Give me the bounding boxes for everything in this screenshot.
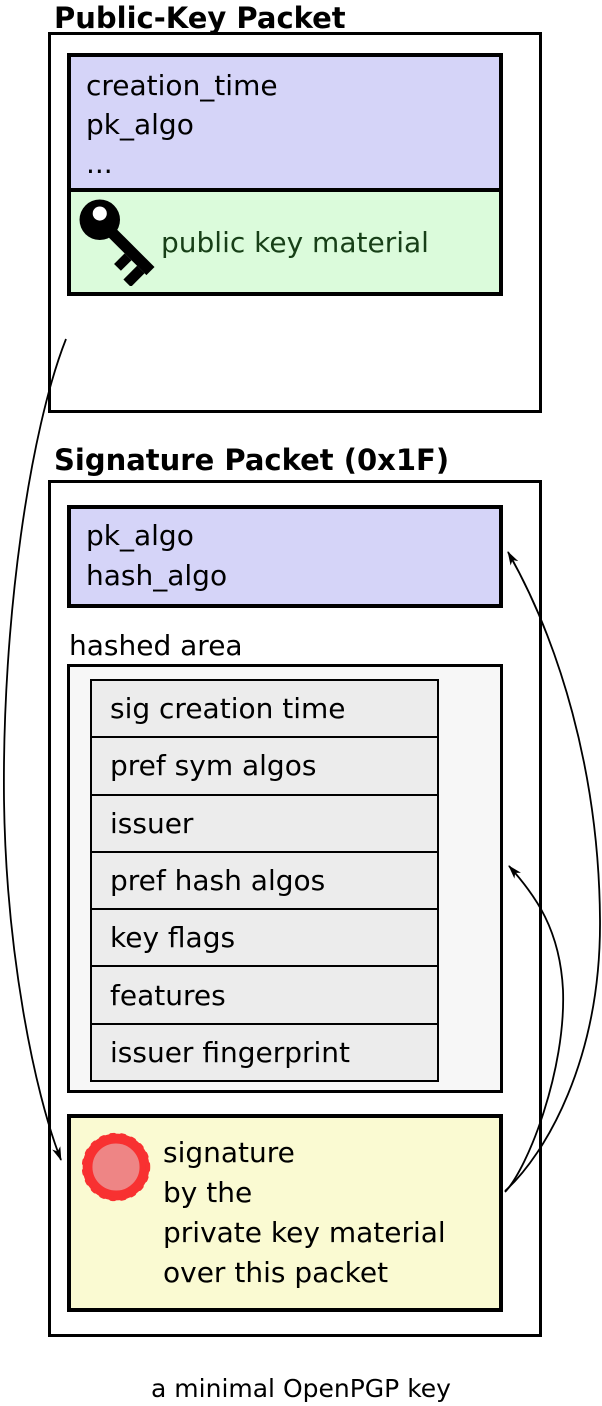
hashed-area-label: hashed area [69, 629, 243, 662]
subpacket-row-sig-creation-time: sig creation time [92, 681, 437, 739]
public-key-inner-stack: creation_time pk_algo ... public key mat… [67, 53, 503, 296]
signature-description: signature by the private key material ov… [163, 1133, 446, 1293]
subpacket-table: sig creation time pref sym algos issuer … [90, 679, 439, 1082]
field-pk-algo: pk_algo [86, 108, 194, 141]
hashed-area-box: sig creation time pref sym algos issuer … [67, 664, 503, 1093]
signature-value-box: signature by the private key material ov… [67, 1114, 503, 1312]
field-ellipsis: ... [86, 147, 113, 180]
public-key-packet-title: Public-Key Packet [54, 1, 346, 35]
signature-line-3: private key material [163, 1216, 446, 1249]
diagram-caption: a minimal OpenPGP key [151, 1374, 451, 1403]
subpacket-row-pref-sym-algos: pref sym algos [92, 738, 437, 796]
field-sig-hash-algo: hash_algo [86, 559, 228, 592]
signature-algo-fields: pk_algo hash_algo [67, 505, 503, 608]
public-key-header-fields: creation_time pk_algo ... [71, 57, 499, 192]
subpacket-row-key-flags: key flags [92, 910, 437, 968]
subpacket-row-features: features [92, 967, 437, 1025]
key-icon [79, 199, 155, 286]
signature-line-4: over this packet [163, 1256, 389, 1289]
signature-packet-title: Signature Packet (0x1F) [54, 443, 450, 477]
subpacket-row-issuer-fingerprint: issuer fingerprint [92, 1024, 437, 1080]
subpacket-row-pref-hash-algos: pref hash algos [92, 852, 437, 911]
public-key-material-label: public key material [161, 225, 429, 259]
signature-line-2: by the [163, 1176, 253, 1209]
signature-line-1: signature [163, 1136, 295, 1169]
subpacket-row-issuer: issuer [92, 795, 437, 853]
field-creation-time: creation_time [86, 69, 278, 102]
field-sig-pk-algo: pk_algo [86, 519, 194, 552]
seal-icon [81, 1132, 151, 1202]
public-key-material-section: public key material [71, 192, 499, 292]
